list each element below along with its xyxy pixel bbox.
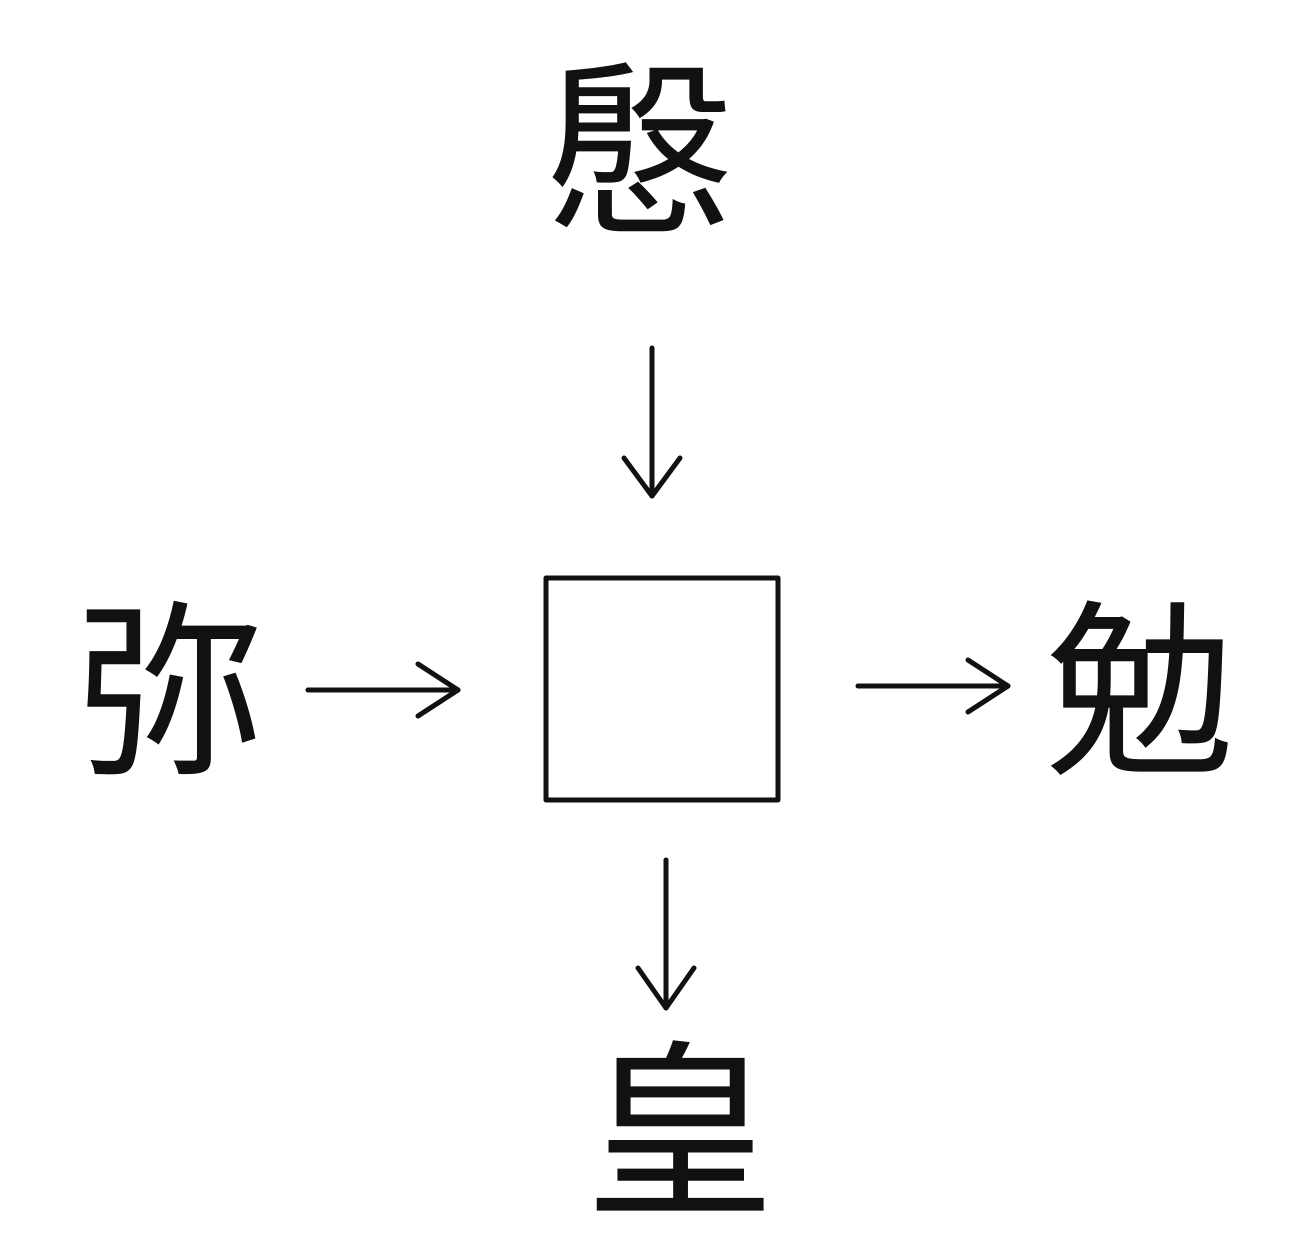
kanji-left: 弥 [74, 584, 265, 805]
arrow-right-out [855, 657, 1011, 715]
blank-box [543, 575, 781, 803]
arrow-top-down [621, 345, 683, 499]
kanji-right: 勉 [1044, 584, 1235, 805]
kanji-bottom: 皇 [584, 1024, 775, 1245]
kanji-top: 慇 [544, 44, 735, 265]
arrow-bottom-out [635, 857, 697, 1011]
arrow-left-right [305, 661, 461, 719]
